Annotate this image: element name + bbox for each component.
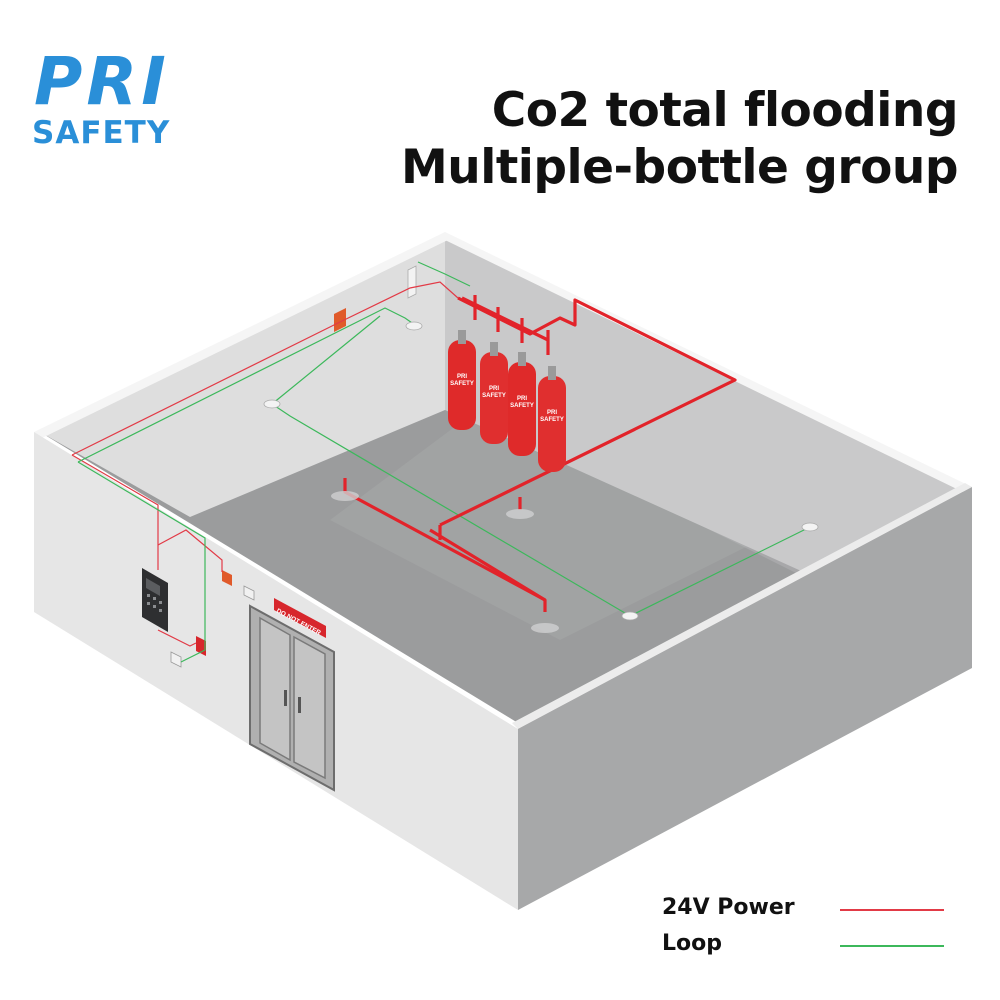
alarm-strobe-back	[334, 308, 346, 332]
wall-top-back-right	[445, 232, 972, 493]
power-line-to-bell	[157, 529, 223, 572]
co2-pipe-network	[343, 295, 737, 612]
wall-module	[243, 585, 255, 601]
logo-pri-text: PRI	[34, 43, 170, 120]
cylinder-brand-labels: PRI SAFETY PRI SAFETY PRI SAFETY PRI SAF…	[450, 374, 564, 423]
co2-cylinder-1	[448, 330, 476, 430]
legend-label: Loop	[662, 931, 722, 956]
power-line-down	[71, 454, 159, 570]
legend-swatch-loop	[840, 945, 944, 947]
door-left-leaf[interactable]	[259, 616, 291, 762]
cylinder-brand-label-sub: SAFETY	[510, 403, 534, 409]
door-handle-left	[284, 690, 287, 706]
loop-line-wall	[77, 307, 416, 463]
wall-top-back-left	[34, 232, 452, 438]
cylinder-brand-label: PRI	[517, 396, 527, 402]
legend-swatch-power	[840, 909, 944, 911]
cylinder-brand-label: PRI	[489, 386, 499, 392]
co2-cylinder-4	[538, 366, 566, 472]
logo-safety-text: SAFETY	[32, 115, 170, 150]
smoke-detector	[263, 321, 819, 621]
title-line-2: Multiple-bottle group	[401, 140, 959, 195]
cylinder-brand-label-sub: SAFETY	[540, 417, 564, 423]
diagram-title: Co2 total flooding Multiple-bottle group	[401, 82, 959, 196]
discharge-nozzle	[331, 491, 559, 633]
cylinder-brand-label: PRI	[457, 374, 467, 380]
floor-light-area	[330, 378, 800, 640]
wall-switch-back	[407, 265, 417, 299]
loop-line-top	[417, 261, 471, 287]
door-right-leaf[interactable]	[293, 635, 326, 780]
co2-cylinder-group	[448, 330, 566, 472]
legend-item-loop: Loop	[662, 931, 962, 961]
pri-safety-logo-mark: PRI SAFETY	[32, 43, 170, 151]
wall-top-right	[512, 483, 972, 729]
title-line-1: Co2 total flooding	[491, 83, 959, 138]
do-not-enter-sign	[274, 598, 326, 638]
fire-control-panel-screen	[146, 578, 160, 596]
front-right-wall	[518, 487, 972, 910]
panel-buttons	[147, 594, 162, 612]
pri-safety-logo: PRI SAFETY	[28, 40, 228, 151]
power-line-manual	[157, 629, 197, 647]
door-handle-right	[298, 697, 301, 713]
cylinder-brand-label-sub: SAFETY	[482, 393, 506, 399]
alarm-bell-wall	[222, 570, 232, 586]
cylinder-brand-label-sub: SAFETY	[450, 381, 474, 387]
cylinder-brand-label: PRI	[547, 410, 557, 416]
legend-item-power: 24V Power	[662, 895, 962, 925]
co2-cylinder-3	[508, 352, 536, 456]
legend: 24V Power Loop	[662, 895, 962, 975]
power-line	[71, 281, 459, 456]
co2-cylinder-2	[480, 342, 508, 444]
legend-label: 24V Power	[662, 895, 795, 920]
loop-line-floor	[270, 315, 811, 617]
loop-line-down	[77, 461, 206, 663]
abort-switch[interactable]	[170, 651, 182, 668]
